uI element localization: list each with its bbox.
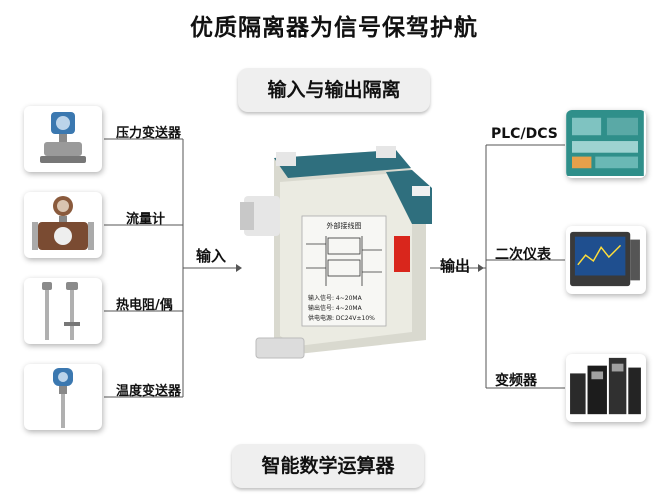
input-label-pressure: 压力变送器 (116, 126, 182, 141)
thermocouple-card (24, 278, 102, 344)
pressure-transmitter-card (24, 106, 102, 172)
input-label-flowmeter: 流量计 (126, 212, 166, 227)
spec-line-input: 输入信号: 4~20MA (308, 294, 363, 302)
pressure-transmitter-icon (40, 112, 86, 163)
spec-line-power: 供电电源: DC24V±10% (308, 314, 375, 322)
thermocouple-icon (42, 282, 80, 340)
signal-isolator-device: 外部接线图 输入信号: 4~20MA 输出信号: 4~20MA 供电电源: DC… (240, 146, 432, 359)
wiring-diagram-title: 外部接线图 (327, 221, 362, 230)
input-label-thermocouple: 热电阻/偶 (116, 298, 173, 313)
temperature-transmitter-icon (53, 368, 73, 428)
plc-dcs-card (566, 110, 646, 178)
plc-dcs-icon (566, 110, 644, 176)
inverter-icon (570, 357, 641, 415)
secondary-instrument-icon (570, 231, 640, 287)
math-operator-pill: 智能数学运算器 (232, 444, 424, 488)
input-label-temperature: 温度变送器 (116, 384, 182, 399)
output-label-instrument: 二次仪表 (495, 247, 551, 263)
spec-line-output: 输出信号: 4~20MA (308, 304, 363, 312)
output-label-plc: PLC/DCS (491, 126, 558, 142)
page-title: 优质隔离器为信号保驾护航 (190, 15, 478, 41)
flowmeter-icon (32, 196, 94, 250)
isolation-pill: 输入与输出隔离 (238, 68, 430, 112)
secondary-instrument-card (566, 226, 646, 294)
warning-label (394, 236, 410, 272)
output-label-inverter: 变频器 (495, 373, 537, 389)
temperature-transmitter-card (24, 364, 102, 430)
output-arrow-label: 输出 (440, 257, 471, 275)
input-arrow-label: 输入 (196, 247, 227, 265)
inverter-card (566, 354, 646, 422)
flowmeter-card (24, 192, 102, 258)
